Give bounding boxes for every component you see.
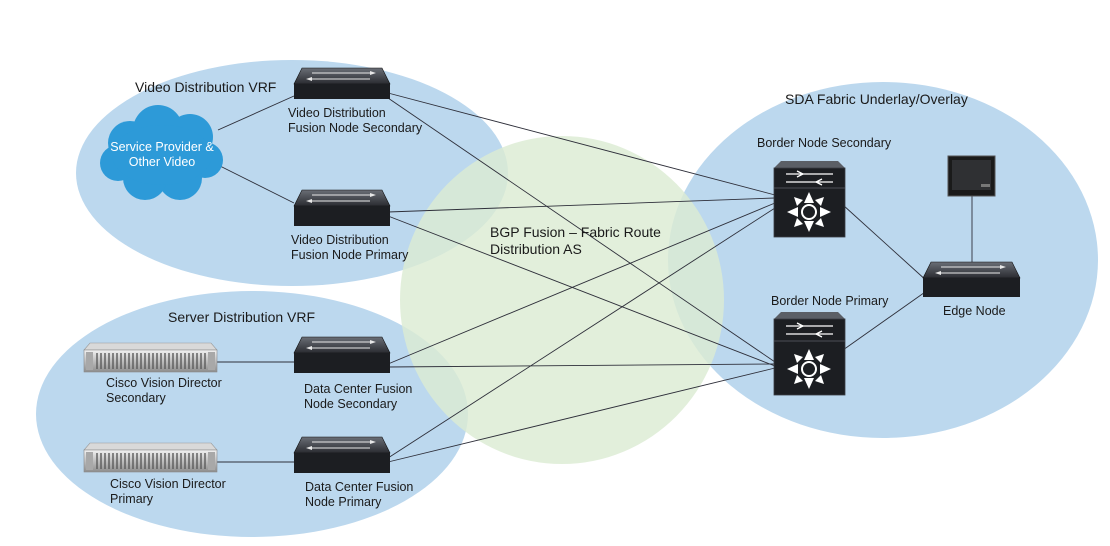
service-provider-label: Service Provider & Other Video	[106, 140, 218, 170]
video-distribution-vrf-label: Video Distribution VRF	[135, 79, 277, 95]
switch-icon	[293, 336, 391, 373]
switch-icon	[922, 261, 1021, 297]
video-fusion-primary-label-line2: Fusion Node Primary	[291, 248, 409, 262]
dc-fusion-primary-label: Data Center Fusion Node Primary	[305, 480, 413, 510]
border-node-secondary-device	[773, 161, 846, 238]
display-device	[947, 155, 996, 197]
switch-icon	[293, 67, 391, 99]
link-video-primary-border-secondary	[387, 197, 776, 213]
cloud-icon	[100, 105, 223, 200]
edge-node-label: Edge Node	[943, 304, 1006, 318]
cvd-primary-label: Cisco Vision Director Primary	[110, 477, 226, 507]
server-icon	[83, 442, 218, 473]
video-fusion-secondary-label: Video Distribution Fusion Node Secondary	[288, 106, 422, 136]
cvd-secondary-label-line2: Secondary	[106, 391, 166, 405]
cisco-vision-director-primary-device	[83, 442, 218, 473]
service-provider-label-line1: Service Provider &	[110, 140, 214, 154]
sda-fabric-label: SDA Fabric Underlay/Overlay	[785, 91, 968, 107]
border-node-secondary-label: Border Node Secondary	[757, 136, 892, 150]
cvd-secondary-label-line1: Cisco Vision Director	[106, 376, 222, 390]
bgp-fusion-label-line1: BGP Fusion – Fabric Route	[490, 224, 661, 240]
border-node-primary-label: Border Node Primary	[771, 294, 889, 308]
link-border-primary-edge	[842, 289, 929, 351]
video-fusion-secondary-label-line2: Fusion Node Secondary	[288, 121, 423, 135]
switch-video-fusion-secondary	[293, 67, 391, 99]
dc-fusion-secondary-label-line1: Data Center Fusion	[304, 382, 413, 396]
switch-video-fusion-primary	[293, 189, 391, 226]
bgp-fusion-label: BGP Fusion – Fabric Route Distribution A…	[490, 224, 661, 258]
link-cloud-video-secondary	[217, 95, 295, 131]
border-node-primary-device	[773, 312, 846, 396]
link-border-secondary-edge	[842, 204, 929, 283]
cvd-secondary-label: Cisco Vision Director Secondary	[106, 376, 222, 406]
link-dc-primary-border-secondary	[387, 207, 776, 459]
dc-fusion-secondary-label-line2: Node Secondary	[304, 397, 398, 411]
server-icon	[83, 342, 218, 373]
dc-fusion-primary-label-line1: Data Center Fusion	[305, 480, 414, 494]
link-video-secondary-border-primary	[387, 97, 776, 363]
link-dc-primary-border-primary	[387, 367, 776, 463]
link-dc-secondary-border-primary	[387, 363, 776, 368]
switch-edge-node	[922, 261, 1021, 297]
dc-fusion-primary-label-line2: Node Primary	[305, 495, 382, 509]
service-provider-label-line2: Other Video	[128, 155, 196, 169]
server-distribution-vrf-label: Server Distribution VRF	[168, 309, 316, 325]
cvd-primary-label-line2: Primary	[110, 492, 154, 506]
multilayer-switch-icon	[773, 161, 846, 238]
link-video-primary-border-primary	[387, 215, 776, 367]
switch-dc-fusion-primary	[293, 436, 391, 473]
cvd-primary-label-line1: Cisco Vision Director	[110, 477, 226, 491]
display-icon	[947, 155, 996, 197]
bgp-fusion-region	[400, 136, 724, 464]
link-dc-secondary-border-secondary	[387, 202, 776, 365]
multilayer-switch-icon	[773, 312, 846, 396]
switch-icon	[293, 436, 391, 473]
dc-fusion-secondary-label: Data Center Fusion Node Secondary	[304, 382, 412, 412]
switch-dc-fusion-secondary	[293, 336, 391, 373]
link-video-secondary-border-secondary	[387, 92, 776, 196]
links	[217, 92, 973, 463]
link-cloud-video-primary	[217, 164, 295, 204]
video-fusion-primary-label: Video Distribution Fusion Node Primary	[291, 233, 408, 263]
cisco-vision-director-secondary-device	[83, 342, 218, 373]
video-fusion-primary-label-line1: Video Distribution	[291, 233, 389, 247]
switch-icon	[293, 189, 391, 226]
bgp-fusion-label-line2: Distribution AS	[490, 241, 582, 257]
video-fusion-secondary-label-line1: Video Distribution	[288, 106, 386, 120]
